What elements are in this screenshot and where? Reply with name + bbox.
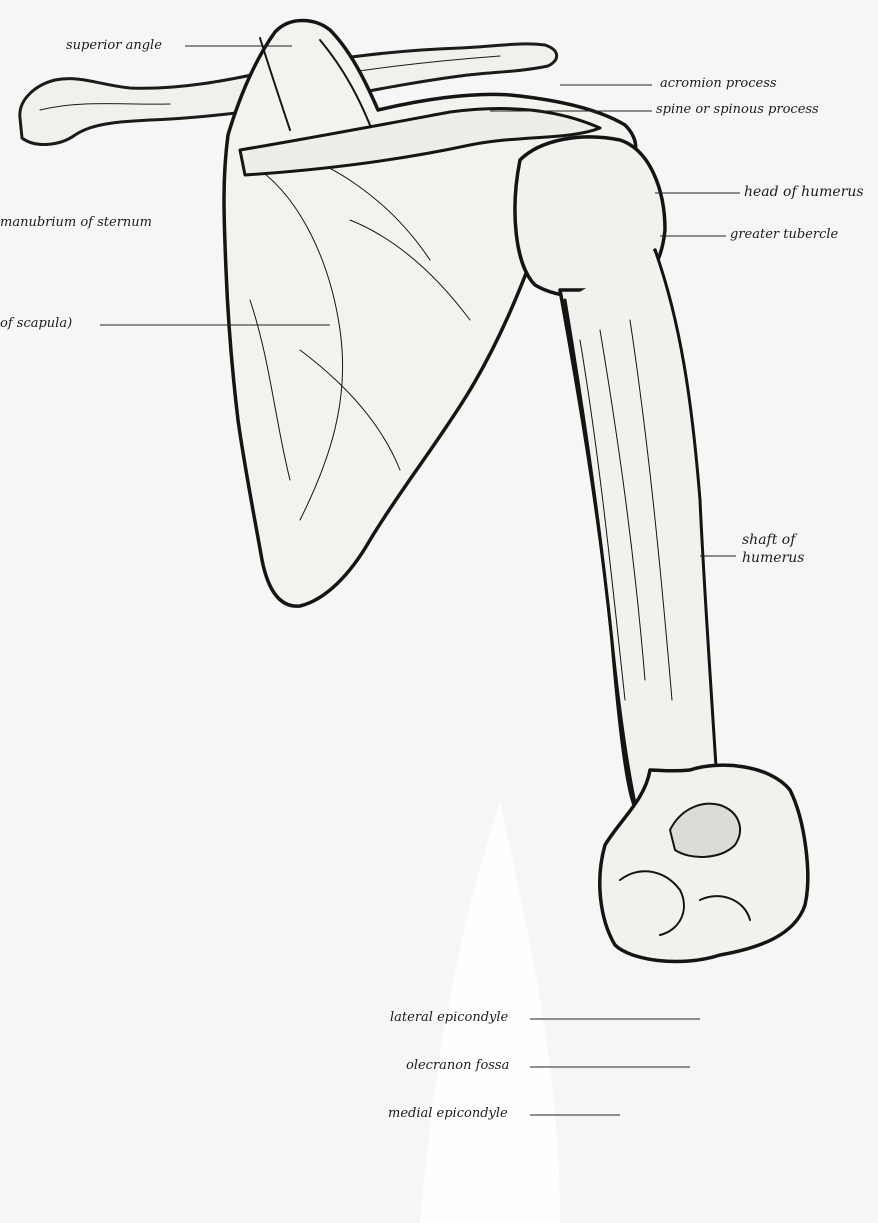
label-lateral-epicondyle: lateral epicondyle	[390, 1010, 508, 1026]
label-olecranon-fossa: olecranon fossa	[406, 1058, 509, 1074]
label-superior-angle: superior angle	[66, 38, 162, 54]
label-body-of-scapula: of scapula)	[0, 316, 72, 332]
label-head-of-humerus: head of humerus	[744, 184, 864, 200]
label-medial-epicondyle: medial epicondyle	[388, 1106, 508, 1122]
label-shaft-line1: shaft of	[742, 532, 795, 548]
label-spine-process: spine or spinous process	[656, 102, 819, 118]
label-greater-tubercle: greater tubercle	[730, 227, 838, 243]
label-shaft-line2: humerus	[742, 550, 805, 566]
label-manubrium-of-sternum: manubrium of sternum	[0, 215, 152, 231]
label-acromion-process: acromion process	[660, 76, 777, 92]
